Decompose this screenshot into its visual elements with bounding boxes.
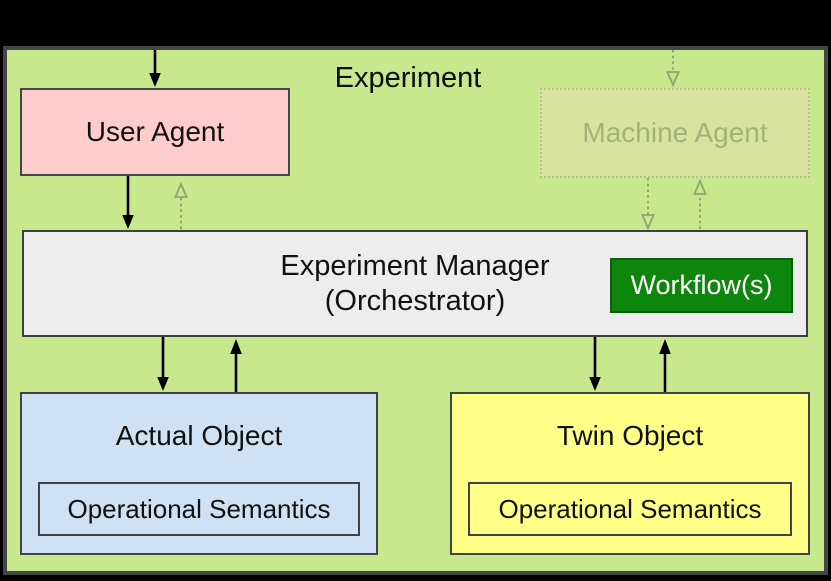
machine-agent-label: Machine Agent: [582, 117, 768, 148]
actual-object-box: Actual Object Operational Semantics: [20, 392, 378, 555]
machine-agent-box: Machine Agent: [540, 88, 810, 178]
twin-operational-semantics-label: Operational Semantics: [498, 493, 762, 524]
workflow-box: Workflow(s): [610, 258, 793, 313]
experiment-manager-label-line1: Experiment Manager: [280, 249, 550, 282]
twin-operational-semantics-box: Operational Semantics: [468, 482, 792, 536]
workflow-label: Workflow(s): [630, 270, 773, 300]
actual-operational-semantics-box: Operational Semantics: [38, 482, 360, 536]
actual-operational-semantics-label: Operational Semantics: [67, 493, 331, 524]
experiment-manager-box: Experiment Manager (Orchestrator) Workfl…: [22, 230, 808, 337]
actual-object-label: Actual Object: [115, 420, 283, 451]
user-agent-label: User Agent: [85, 116, 225, 147]
experiment-label: Experiment: [334, 62, 482, 94]
user-agent-box: User Agent: [20, 88, 290, 176]
twin-object-label: Twin Object: [556, 420, 704, 451]
experiment-manager-label-line2: (Orchestrator): [324, 284, 506, 317]
twin-object-box: Twin Object Operational Semantics: [450, 392, 810, 555]
